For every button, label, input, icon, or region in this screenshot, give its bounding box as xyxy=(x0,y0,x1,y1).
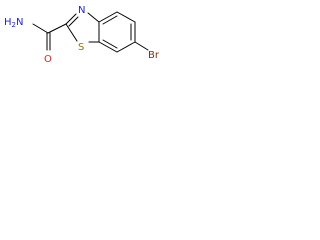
bond-amide-c-nh2 xyxy=(32,23,49,34)
bond-inner-1 xyxy=(102,15,118,25)
amine-subscript: 2 xyxy=(12,21,16,29)
bond-c7-c7a xyxy=(98,41,118,53)
atom-label-oxygen: O xyxy=(44,54,52,65)
bond-c4-c5 xyxy=(116,11,136,23)
amine-n: N xyxy=(16,17,23,28)
amine-h: H xyxy=(4,17,12,28)
atom-label-bromine: Br xyxy=(148,50,160,61)
bond-c2-n3-1 xyxy=(65,13,77,25)
bond-n3-c3a xyxy=(87,12,100,23)
bonds xyxy=(32,11,149,53)
bond-c6-c7 xyxy=(116,41,136,53)
atom-label-sulfur: S xyxy=(78,42,84,53)
atom-labels: H2N O N S Br xyxy=(4,5,160,65)
bond-c3a-c4 xyxy=(98,11,118,23)
bond-c6-br xyxy=(134,41,149,51)
bond-c2-n3-2 xyxy=(68,16,79,27)
bond-amide-c-c2 xyxy=(47,23,67,34)
bond-inner-3 xyxy=(102,39,118,49)
molecule-structure-diagram: H2N O N S Br xyxy=(4,5,160,65)
atom-label-ring-nitrogen: N xyxy=(78,5,85,16)
atom-label-nh2: H2N xyxy=(4,17,23,29)
bond-c2-s1 xyxy=(65,23,78,42)
